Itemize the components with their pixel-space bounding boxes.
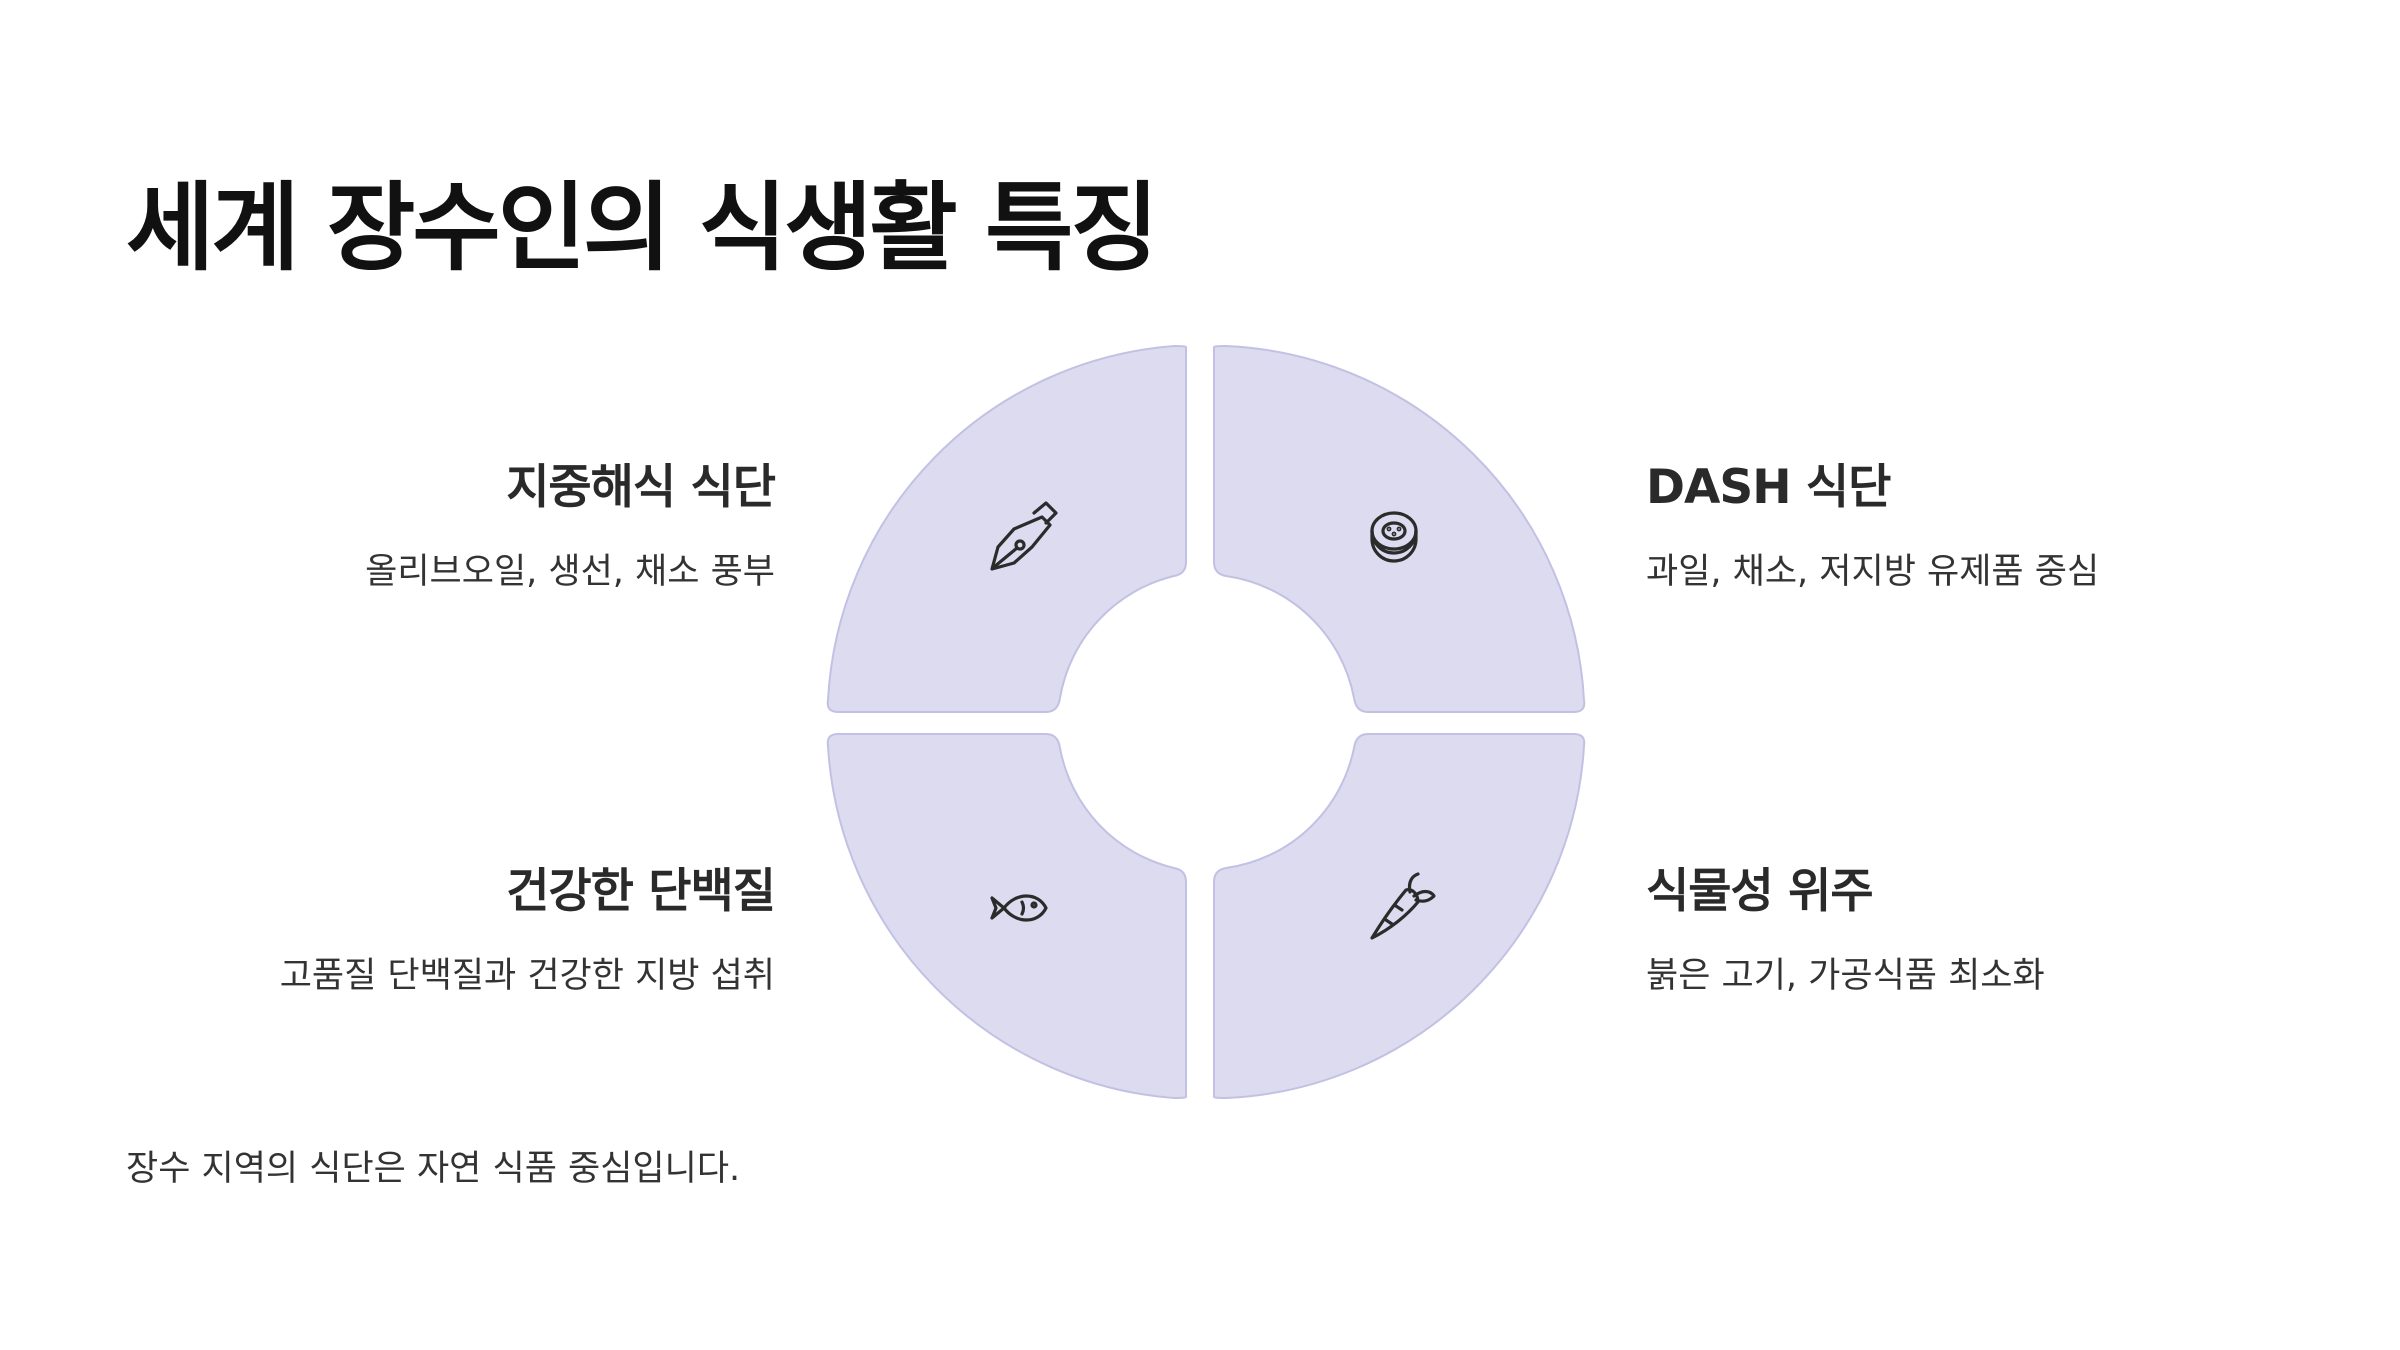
quadrant-healthy-protein: 건강한 단백질 고품질 단백질과 건강한 지방 섭취 xyxy=(135,852,776,998)
quadrant-description: 붉은 고기, 가공식품 최소화 xyxy=(1646,956,2045,996)
quadrant-description: 과일, 채소, 저지방 유제품 중심 xyxy=(1646,552,2100,592)
pen-nib-icon xyxy=(990,501,1058,571)
segment-bottom-right xyxy=(1213,733,1586,1100)
quadrant-description: 올리브오일, 생선, 채소 풍부 xyxy=(365,552,775,592)
carrot-icon xyxy=(1370,872,1436,940)
quadrant-heading: 지중해식 식단 xyxy=(506,460,776,515)
kiwi-fruit-icon xyxy=(1370,511,1418,563)
quadrant-heading: 식물성 위주 xyxy=(1646,864,1874,919)
quadrant-dash-diet: DASH 식단 과일, 채소, 저지방 유제품 중심 xyxy=(1646,448,2286,594)
quadrant-plant-based: 식물성 위주 붉은 고기, 가공식품 최소화 xyxy=(1646,852,2286,998)
segment-top-left xyxy=(826,344,1187,713)
page-title: 세계 장수인의 식생활 특징 xyxy=(126,172,1159,284)
footnote: 장수 지역의 식단은 자연 식품 중심입니다. xyxy=(126,1149,741,1189)
segment-bottom-left xyxy=(826,733,1187,1100)
quadrant-heading: 건강한 단백질 xyxy=(506,864,776,919)
quadrant-heading: DASH 식단 xyxy=(1646,460,1891,515)
segment-top-right xyxy=(1213,344,1586,713)
quadrant-mediterranean-diet: 지중해식 식단 올리브오일, 생선, 채소 풍부 xyxy=(135,448,776,594)
fish-icon xyxy=(990,894,1048,922)
quadrant-description: 고품질 단백질과 건강한 지방 섭취 xyxy=(279,956,775,996)
